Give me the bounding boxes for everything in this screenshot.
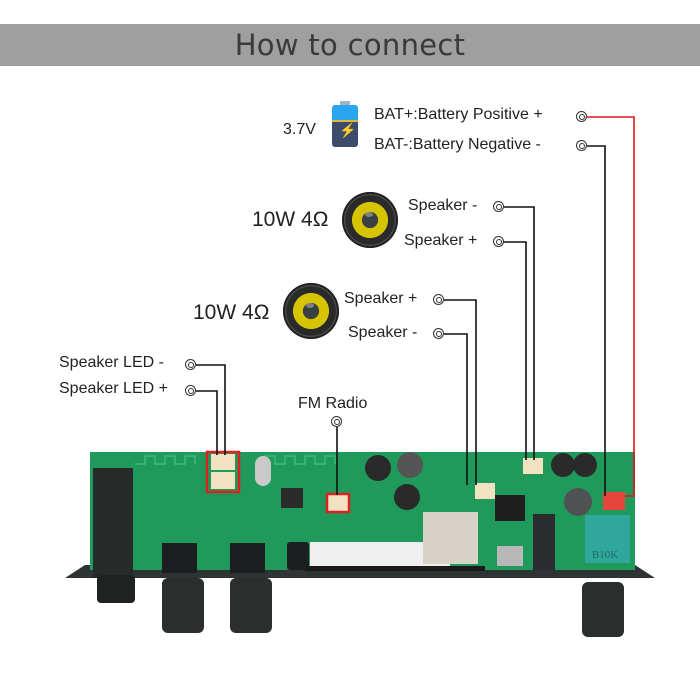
speaker-1-minus-terminal-icon	[493, 201, 504, 212]
display-edge	[305, 566, 485, 571]
amplifier-board: B10K	[65, 450, 655, 637]
speaker-led-plus-terminal-icon	[185, 385, 196, 396]
fm-radio-terminal-icon	[331, 416, 342, 427]
ir-receiver	[287, 542, 309, 570]
fm-radio-connector	[325, 492, 351, 514]
speaker-1-plus-wire	[504, 241, 527, 460]
speaker-1-connector	[523, 458, 543, 474]
speaker-1-plus-label: Speaker +	[404, 232, 478, 249]
capacitor-2	[394, 484, 420, 510]
speaker-led-connector-highlight	[205, 450, 241, 494]
title-banner: How to connect	[0, 24, 700, 66]
button-1	[162, 543, 197, 573]
inductor-1	[397, 452, 423, 478]
speaker-led-minus-label: Speaker LED -	[59, 354, 164, 371]
capacitor-3	[551, 453, 575, 477]
potentiometer-marking: B10K	[592, 549, 618, 561]
speaker-2-plus-terminal-icon	[433, 294, 444, 305]
button-2	[230, 543, 265, 573]
page-title: How to connect	[234, 28, 466, 62]
micro-usb-port	[497, 546, 523, 566]
speaker-1-plus-terminal-icon	[493, 236, 504, 247]
battery-connector	[603, 492, 625, 510]
battery-positive-terminal-icon	[576, 111, 587, 122]
sd-card-slot	[423, 512, 478, 564]
battery-voltage-label: 3.7V	[283, 121, 316, 138]
speaker-1-minus-label: Speaker -	[408, 197, 478, 214]
speaker-2-plus-label: Speaker +	[344, 290, 418, 307]
speaker-2-rating-label: 10W 4Ω	[193, 301, 270, 324]
speaker-1-rating-label: 10W 4Ω	[252, 208, 329, 231]
fm-radio-label: FM Radio	[298, 395, 368, 412]
antenna-trace	[135, 455, 336, 465]
switch	[533, 514, 555, 570]
speaker-led-plus-wire	[196, 390, 218, 455]
battery-negative-label: BAT-:Battery Negative -	[374, 136, 541, 153]
jack-barrel	[97, 575, 135, 603]
speaker-led-plus-label: Speaker LED +	[59, 380, 168, 397]
battery-positive-wire	[587, 116, 635, 497]
capacitor-1	[365, 455, 391, 481]
battery-negative-terminal-icon	[576, 140, 587, 151]
speaker-2-minus-wire	[444, 333, 468, 485]
knob-3	[582, 582, 624, 637]
speaker-led-minus-wire	[196, 364, 226, 455]
speaker-2-icon	[283, 283, 339, 339]
crystal	[255, 456, 271, 486]
knob-1	[162, 578, 204, 633]
battery-positive-label: BAT+:Battery Positive +	[374, 106, 543, 123]
inductor-2	[564, 488, 592, 516]
speaker-2-minus-label: Speaker -	[348, 324, 418, 341]
chip	[281, 488, 303, 508]
speaker-2-connector	[475, 483, 495, 499]
speaker-led-minus-connector	[211, 454, 235, 470]
amplifier-chip	[495, 495, 525, 521]
speaker-led-minus-terminal-icon	[185, 359, 196, 370]
capacitor-4	[573, 453, 597, 477]
speaker-2-plus-wire	[444, 299, 477, 485]
battery-negative-wire	[587, 145, 606, 496]
speaker-1-minus-wire	[504, 206, 535, 460]
potentiometer	[585, 515, 630, 563]
headphone-jack	[93, 468, 133, 578]
battery-charging-icon: ⚡	[332, 101, 358, 147]
speaker-2-minus-terminal-icon	[433, 328, 444, 339]
speaker-1-icon	[342, 192, 398, 248]
speaker-led-plus-connector	[211, 472, 235, 489]
knob-2	[230, 578, 272, 633]
